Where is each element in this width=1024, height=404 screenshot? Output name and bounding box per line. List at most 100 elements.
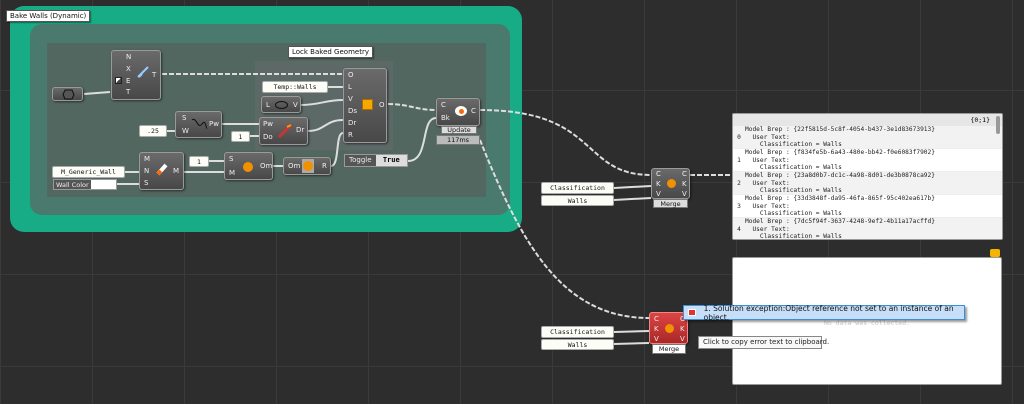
- input-s[interactable]: S: [182, 114, 187, 122]
- draw-settings-component[interactable]: Pw Do Dr: [259, 117, 308, 145]
- color-swatch[interactable]: [90, 180, 116, 189]
- input-bk[interactable]: Bk: [441, 114, 450, 122]
- output-k[interactable]: K: [682, 180, 687, 188]
- input-v[interactable]: V: [654, 335, 659, 343]
- input-o[interactable]: O: [348, 71, 354, 79]
- input-e[interactable]: E: [126, 77, 131, 85]
- output-c[interactable]: C: [680, 315, 685, 323]
- output-v[interactable]: V: [682, 190, 687, 198]
- usertext-icon: [667, 179, 676, 188]
- item-text: Model Brep : {7dc5f94f-3637-4248-9ef2-4b…: [745, 218, 935, 240]
- geometry-param[interactable]: [52, 87, 83, 101]
- no-data-text: No data was collected.: [823, 319, 911, 327]
- wire: [300, 99, 344, 106]
- one-panel[interactable]: 1: [189, 156, 209, 167]
- wire: [407, 117, 437, 162]
- output-r[interactable]: R: [322, 162, 327, 170]
- input-c[interactable]: C: [654, 315, 659, 323]
- input-l[interactable]: L: [348, 83, 352, 91]
- input-c[interactable]: C: [656, 170, 661, 178]
- toggle-value[interactable]: True: [375, 155, 407, 166]
- key-panel[interactable]: Classification: [541, 326, 614, 338]
- empty-output-panel[interactable]: No data was collected.: [732, 257, 1002, 385]
- merge-usertext-component-error[interactable]: C K V C K V: [649, 312, 688, 344]
- input-w[interactable]: W: [182, 127, 189, 135]
- output-v[interactable]: V: [680, 335, 685, 343]
- input-k[interactable]: K: [654, 325, 659, 333]
- width-panel[interactable]: .25: [139, 125, 167, 137]
- knife-icon: [137, 66, 149, 78]
- layer-panel[interactable]: Temp::Walls: [262, 81, 328, 93]
- wire: [387, 103, 437, 111]
- input-c[interactable]: C: [441, 101, 446, 109]
- gradient-icon: [115, 77, 122, 84]
- input-ds[interactable]: Ds: [348, 107, 358, 115]
- input-pw[interactable]: Pw: [263, 120, 273, 128]
- scrollbar[interactable]: [996, 116, 1000, 134]
- input-s[interactable]: S: [144, 179, 149, 187]
- item-index: 2: [737, 179, 741, 187]
- material-name-panel[interactable]: M_Generic_Wall: [52, 166, 125, 178]
- group-title[interactable]: Bake Walls (Dynamic): [6, 10, 91, 22]
- output-t[interactable]: T: [152, 71, 157, 79]
- input-m[interactable]: M: [229, 169, 236, 177]
- input-do[interactable]: Do: [263, 133, 273, 141]
- input-r[interactable]: R: [348, 131, 353, 139]
- hexagon-icon: [62, 89, 75, 100]
- output-c[interactable]: C: [471, 107, 476, 115]
- wire: [330, 132, 344, 167]
- output-c[interactable]: C: [682, 170, 687, 178]
- item-index: 0: [737, 133, 741, 141]
- one-panel[interactable]: 1: [231, 131, 250, 142]
- wire: [83, 91, 111, 95]
- input-n[interactable]: N: [144, 167, 150, 175]
- input-x[interactable]: X: [126, 65, 131, 73]
- pen-width-component[interactable]: S W Pw: [175, 111, 222, 138]
- input-l[interactable]: L: [266, 101, 270, 109]
- input-v[interactable]: V: [348, 95, 353, 103]
- input-om[interactable]: Om: [288, 162, 301, 170]
- update-component[interactable]: C Bk C: [436, 98, 480, 126]
- output-o[interactable]: O: [379, 101, 385, 109]
- input-s[interactable]: S: [229, 155, 234, 163]
- wire: [613, 330, 650, 333]
- input-dr[interactable]: Dr: [348, 119, 357, 127]
- item-index: 4: [737, 225, 741, 233]
- output-om[interactable]: Om: [260, 162, 273, 170]
- input-t[interactable]: T: [126, 88, 131, 96]
- output-k[interactable]: K: [680, 325, 685, 333]
- value-panel[interactable]: Walls: [541, 195, 614, 206]
- render-material-component[interactable]: Om R: [283, 157, 331, 175]
- bake-component[interactable]: O L V Ds Dr R O: [343, 68, 387, 143]
- wall-color-swatch[interactable]: Wall Color: [53, 179, 117, 190]
- output-m[interactable]: M: [173, 167, 180, 175]
- object-attributes-component[interactable]: S M Om: [224, 152, 273, 180]
- text-tag-component[interactable]: N X E T T: [111, 50, 161, 100]
- material-component[interactable]: M N S M: [139, 152, 184, 190]
- error-text[interactable]: 1. Solution exception:Object reference n…: [703, 303, 954, 322]
- visibility-component[interactable]: L V: [261, 96, 301, 113]
- boolean-toggle[interactable]: Toggle True: [344, 154, 408, 167]
- wall-color-label: Wall Color: [54, 180, 91, 189]
- sphere-icon: [243, 162, 253, 172]
- value-panel[interactable]: Walls: [541, 339, 614, 350]
- merge-usertext-component[interactable]: C K V C K V: [651, 168, 690, 199]
- sphere-icon: [303, 161, 313, 171]
- group-lock-title[interactable]: Lock Baked Geometry: [288, 46, 373, 58]
- key-panel[interactable]: Classification: [541, 182, 614, 194]
- merge-label: Merge: [653, 199, 688, 208]
- error-message[interactable]: 1. Solution exception:Object reference n…: [683, 303, 965, 322]
- input-m[interactable]: M: [144, 155, 151, 163]
- input-k[interactable]: K: [656, 180, 661, 188]
- toggle-label: Toggle: [349, 156, 372, 164]
- input-v[interactable]: V: [656, 190, 661, 198]
- output-dr[interactable]: Dr: [296, 126, 305, 134]
- input-n[interactable]: N: [126, 53, 132, 61]
- output-pw[interactable]: Pw: [209, 120, 219, 128]
- output-v[interactable]: V: [293, 101, 298, 109]
- copy-error-tooltip: Click to copy error text to clipboard.: [698, 336, 829, 349]
